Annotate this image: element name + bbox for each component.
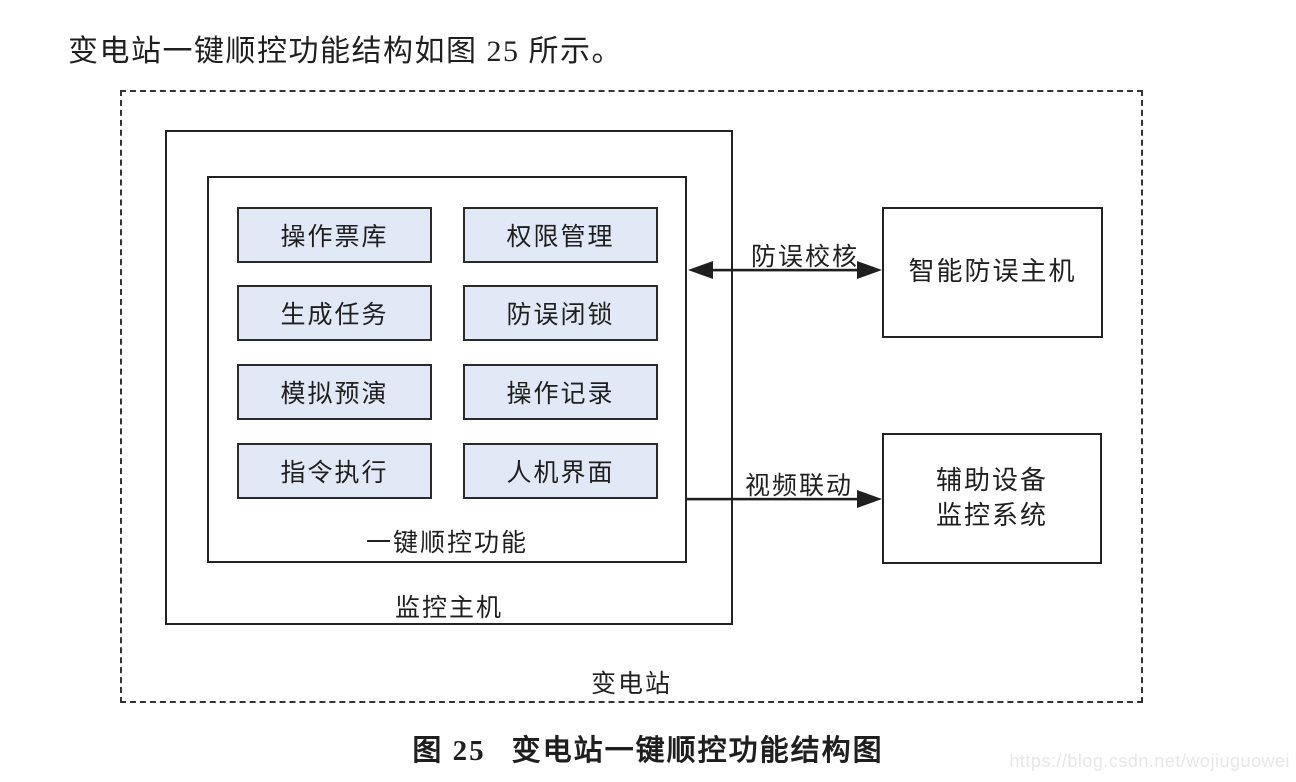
external-box-label-line2: 监控系统 xyxy=(935,500,1048,530)
module-operation-ticket-library: 操作票库 xyxy=(237,207,432,263)
substation-label: 变电站 xyxy=(590,671,672,698)
anti-misoperation-check-label: 防误校核 xyxy=(751,244,860,271)
substation-boundary-box xyxy=(120,90,1143,703)
intro-text: 变电站一键顺控功能结构如图 25 所示。 xyxy=(68,35,623,68)
sequence-control-function-label: 一键顺控功能 xyxy=(365,530,528,557)
module-command-execution: 指令执行 xyxy=(237,443,432,499)
external-box-label: 智能防误主机 xyxy=(908,257,1077,287)
watermark-text: https://blog.csdn.net/wojiuguowei xyxy=(1009,751,1290,771)
figure-caption: 图 25 变电站一键顺控功能结构图 xyxy=(0,727,1296,769)
external-box-intelligent-anti-misoperation-host: 智能防误主机 xyxy=(882,207,1103,338)
figure-caption-title: 变电站一键顺控功能结构图 xyxy=(511,735,884,767)
module-anti-misoperation-interlock: 防误闭锁 xyxy=(463,285,658,341)
video-linkage-label: 视频联动 xyxy=(745,473,854,500)
module-permission-management: 权限管理 xyxy=(463,207,658,263)
figure-caption-number: 图 25 xyxy=(412,735,486,767)
module-task-generation: 生成任务 xyxy=(237,285,432,341)
module-simulation-preview: 模拟预演 xyxy=(237,364,432,420)
module-human-machine-interface: 人机界面 xyxy=(463,443,658,499)
external-box-label-line1: 辅助设备 xyxy=(935,466,1048,496)
monitor-host-label: 监控主机 xyxy=(394,595,503,622)
module-operation-record: 操作记录 xyxy=(463,364,658,420)
external-box-aux-monitoring-system: 辅助设备 监控系统 xyxy=(882,433,1102,564)
